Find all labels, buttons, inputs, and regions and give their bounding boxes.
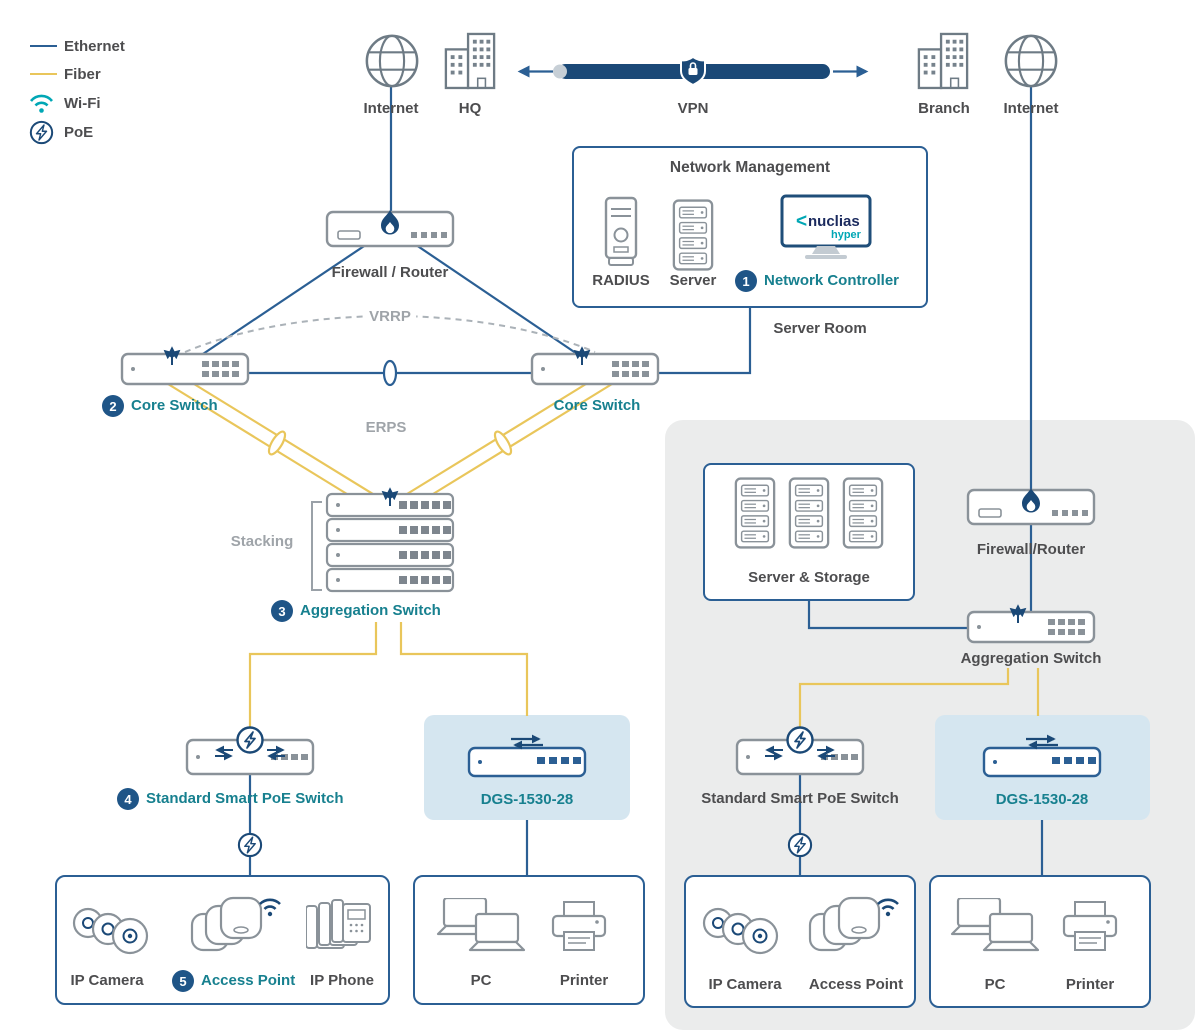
server-label: Server <box>669 272 717 289</box>
network-management-title: Network Management <box>669 159 831 176</box>
hq-access-point-label: Access Point <box>201 972 296 989</box>
vpn-pipe <box>517 55 869 87</box>
branch-poe-switch-label: Standard Smart PoE Switch <box>701 790 899 807</box>
stacking-bracket <box>311 501 322 591</box>
stack-switch-4-icon <box>325 567 455 593</box>
branch-server-storage-label: Server & Storage <box>748 569 870 586</box>
branch-building-icon <box>917 32 969 90</box>
hq-printer-label: Printer <box>559 972 609 989</box>
stack-switch-2-icon <box>325 517 455 543</box>
branch-aggregation-label: Aggregation Switch <box>960 650 1102 667</box>
core-switch-left-label: Core Switch <box>131 397 218 414</box>
fiber-line-swatch <box>30 73 57 75</box>
hq-aggregation-label: Aggregation Switch <box>300 602 441 619</box>
network-controller-label: Network Controller <box>764 272 900 289</box>
branch-dgs-label: DGS-1530-28 <box>995 791 1089 808</box>
vpn-shield-icon <box>680 55 706 87</box>
badge-1: 1 <box>735 270 757 292</box>
hq-core-switch-right-icon <box>532 348 658 384</box>
hq-building-icon <box>444 32 496 90</box>
branch-pc-box <box>929 875 1151 1008</box>
server-room-label: Server Room <box>773 320 867 337</box>
badge-5: 5 <box>172 970 194 992</box>
branch-ip-camera-label: IP Camera <box>708 976 782 993</box>
internet-globe-right-icon <box>1004 34 1058 88</box>
ethernet-line-swatch <box>30 45 57 47</box>
badge-4: 4 <box>117 788 139 810</box>
internet-left-label: Internet <box>363 100 419 117</box>
ring-markers <box>267 359 513 456</box>
stacking-label: Stacking <box>225 534 299 550</box>
hq-label: HQ <box>458 100 482 117</box>
wifi-icon <box>29 94 54 113</box>
hq-poe-switch-label: Standard Smart PoE Switch <box>146 790 344 807</box>
branch-access-point-label: Access Point <box>808 976 904 993</box>
radius-label: RADIUS <box>592 272 650 289</box>
hq-dgs-label: DGS-1530-28 <box>480 791 574 808</box>
hq-ip-phone-label: IP Phone <box>310 972 374 989</box>
vrrp-label: VRRP <box>364 309 416 325</box>
hq-poe-icon <box>237 832 263 858</box>
hq-core-switch-left-icon <box>122 348 248 384</box>
internet-right-label: Internet <box>1003 100 1059 117</box>
legend-fiber-label: Fiber <box>64 66 101 83</box>
legend-ethernet-label: Ethernet <box>64 38 125 55</box>
branch-label: Branch <box>918 100 970 117</box>
hq-firewall-icon <box>325 208 455 248</box>
branch-firewall-label: Firewall/Router <box>976 541 1086 558</box>
hq-firewall-label: Firewall / Router <box>331 264 449 281</box>
branch-printer-label: Printer <box>1065 976 1115 993</box>
stack-switch-3-icon <box>325 542 455 568</box>
branch-pc-label: PC <box>984 976 1006 993</box>
legend-wifi-label: Wi-Fi <box>64 95 101 112</box>
erps-label: ERPS <box>360 420 412 436</box>
core-switch-right-label: Core Switch <box>553 397 641 414</box>
legend-poe-label: PoE <box>64 124 94 141</box>
stack-switch-1-icon <box>325 492 455 518</box>
hq-pc-box <box>413 875 645 1005</box>
hq-poe-switch-icon <box>187 728 313 775</box>
internet-globe-left-icon <box>365 34 419 88</box>
poe-icon <box>29 120 54 145</box>
vpn-label: VPN <box>677 100 709 117</box>
badge-3: 3 <box>271 600 293 622</box>
badge-2: 2 <box>102 395 124 417</box>
hq-ip-camera-label: IP Camera <box>70 972 144 989</box>
stack-uplink-arrows-icon <box>383 489 397 506</box>
hq-pc-label: PC <box>470 972 492 989</box>
